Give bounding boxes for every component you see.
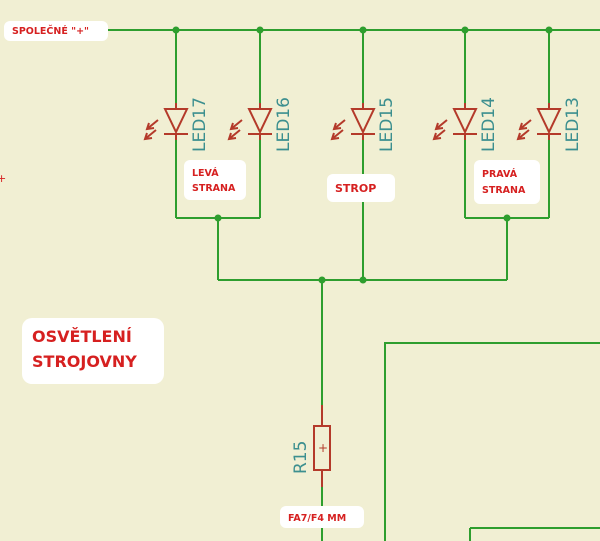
led-15-symbol: [330, 103, 376, 141]
title-line1: OSVĚTLENÍ: [32, 327, 132, 346]
bottom-net-label: FA7/F4 MM: [288, 513, 346, 524]
ceiling-tag: [327, 174, 395, 202]
resistor-r15-label: R15: [291, 441, 311, 474]
left-side-label-line1: LEVÁ: [192, 167, 219, 179]
led-17-symbol: [143, 103, 189, 141]
ceiling-label: STROP: [335, 182, 376, 195]
led-16-label: LED16: [274, 97, 294, 152]
led-17-label: LED17: [190, 97, 210, 152]
led-14-symbol: [432, 103, 478, 141]
title-box: [22, 318, 164, 384]
right-side-label-line1: PRAVÁ: [482, 168, 518, 180]
common-plus-tag: [4, 21, 108, 41]
resistor-plus-mark: +: [318, 441, 328, 455]
junctions: [172, 26, 553, 284]
led-column-wires: [175, 30, 550, 278]
bottom-net-tag: [280, 506, 364, 528]
left-side-tag: [184, 160, 246, 200]
left-side-label-line2: STRANA: [192, 183, 236, 194]
led-15-label: LED15: [377, 97, 397, 152]
left-edge-stub: +: [0, 172, 6, 185]
led-13-label: LED13: [563, 97, 583, 152]
led-14-label: LED14: [479, 97, 499, 152]
title-line2: STROJOVNY: [32, 352, 137, 371]
led-16-symbol: [227, 103, 273, 141]
led-13-symbol: [516, 103, 562, 141]
right-side-label-line2: STRANA: [482, 185, 526, 196]
board-outline: [384, 342, 600, 541]
common-plus-label: SPOLEČNÉ "+": [12, 25, 89, 37]
right-side-tag: [474, 160, 540, 204]
resistor-r15-symbol: [313, 405, 331, 487]
